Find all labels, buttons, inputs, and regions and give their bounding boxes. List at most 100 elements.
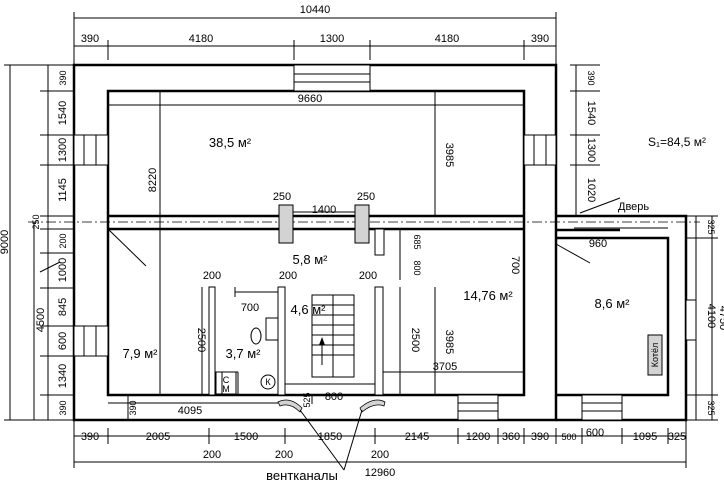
partitions: [208, 228, 385, 396]
washer-label-s: С: [223, 375, 230, 385]
room-labels: 38,5 м² 5,8 м² 7,9 м² 4,6 м² 3,7 м² 14,7…: [123, 135, 706, 483]
area-hall: 38,5 м²: [209, 135, 252, 150]
dim-annex-0: 325: [706, 219, 716, 234]
vent-arrows: [277, 399, 386, 471]
dim-bottom-6: 360: [502, 431, 520, 443]
sink-icon: [250, 327, 262, 345]
dim-overall-bottom: 12960: [365, 467, 396, 479]
dimension-lines: [4, 12, 718, 468]
corridor-walls: [28, 214, 700, 232]
dim-top-4: 390: [531, 33, 549, 45]
dim-left-lower: 4500: [35, 308, 47, 332]
dim-left-10: 390: [58, 400, 68, 415]
dim-right-3: 1020: [585, 178, 597, 202]
dim-left-4: 250: [31, 214, 41, 229]
window-bottom: [457, 394, 499, 421]
dim-685: 685: [412, 234, 422, 249]
dim-3985-bottom: 3985: [443, 330, 455, 354]
dim-inner-width: 9660: [298, 93, 322, 105]
area-right-room: 14,76 м²: [463, 288, 513, 303]
dim-4095: 4095: [178, 405, 202, 417]
dim-left-9: 1340: [57, 364, 69, 388]
dim-column-right: 250: [357, 191, 375, 203]
washer-label-m: М: [222, 384, 230, 394]
dim-700-v: 700: [509, 256, 521, 274]
dim-annex-1: 4100: [705, 304, 717, 328]
dim-overall-top: 10440: [300, 4, 331, 16]
dim-column-left: 250: [273, 191, 291, 203]
dim-2500-right: 2500: [409, 328, 421, 352]
boiler-label: Котёл: [650, 343, 660, 367]
dim-annex-2: 325: [706, 400, 716, 415]
window-top: [293, 64, 371, 92]
dim-bottom-200-a: 200: [203, 449, 221, 461]
dim-left-2: 1300: [57, 138, 69, 162]
washer-icon: [215, 371, 237, 395]
window-left-top: [73, 134, 109, 166]
dim-left-7: 845: [57, 298, 69, 316]
toilet-icon: [265, 317, 279, 341]
dim-bottom-4: 2145: [405, 431, 429, 443]
dim-bottom-8: 500: [561, 432, 576, 442]
dim-bottom-10: 1095: [633, 431, 657, 443]
dim-top-3: 4180: [435, 33, 459, 45]
dim-bottom-2: 1500: [234, 431, 258, 443]
dim-top-0: 390: [81, 33, 99, 45]
area-left-room: 7,9 м²: [123, 346, 159, 361]
dim-top-1: 4180: [189, 33, 213, 45]
window-annex-bottom: [581, 394, 623, 421]
dim-left-0: 390: [58, 70, 68, 85]
main-outer-wall: [72, 63, 558, 422]
windows: [73, 64, 697, 421]
dim-8220: 8220: [147, 168, 159, 192]
dim-corridor: 1400: [312, 204, 336, 216]
dim-top-2: 1300: [320, 33, 344, 45]
door-annex-entry: [579, 197, 621, 214]
dim-left-1: 1540: [57, 101, 69, 125]
door-left-room: [107, 228, 147, 267]
bath-fixtures: [215, 317, 663, 395]
door-annex: [555, 243, 591, 264]
dim-2500-left: 2500: [195, 328, 207, 352]
dim-200-c: 200: [359, 270, 377, 282]
k-circle-icon: [260, 374, 276, 390]
area-wc: 3,7 м²: [226, 346, 262, 361]
dim-200-b: 200: [279, 270, 297, 282]
dim-left-6: 1000: [57, 258, 69, 282]
vents-label: вентканалы: [266, 468, 338, 483]
boiler-icon: [647, 334, 663, 376]
dim-left-5: 200: [58, 233, 68, 248]
staircase: [311, 294, 355, 378]
dimension-labels: 10440 390 4180 1300 4180 390 9660 1400 2…: [0, 4, 724, 479]
dim-525: 525: [302, 392, 312, 407]
column-right: [354, 204, 370, 244]
dim-3705: 3705: [433, 361, 457, 373]
main-inner-wall: [106, 89, 526, 397]
dim-960: 960: [589, 238, 607, 250]
dim-left-total: 9000: [0, 230, 11, 254]
dim-right-0: 390: [586, 70, 596, 85]
dim-bottom-0: 390: [81, 431, 99, 443]
dim-390-bottom: 390: [128, 400, 138, 415]
dim-bottom-9: 600: [586, 427, 604, 439]
window-left-bottom: [73, 325, 109, 357]
window-annex-right: [685, 299, 697, 341]
doors: [39, 197, 621, 273]
area-boiler-room: 8,6 м²: [595, 296, 631, 311]
dim-bottom-5: 1200: [466, 431, 490, 443]
area-bath: 4,6 м²: [291, 302, 327, 317]
column-left: [278, 204, 294, 244]
dim-annex-total: 4750: [717, 306, 724, 330]
dim-right-2: 1300: [585, 138, 597, 162]
dim-bottom-7: 390: [531, 431, 549, 443]
dim-left-8: 600: [57, 332, 69, 350]
dim-3985-top: 3985: [443, 143, 455, 167]
area-corridor: 5,8 м²: [293, 252, 329, 267]
dim-bottom-11: 325: [668, 431, 686, 443]
dim-bottom-200-c: 200: [371, 449, 389, 461]
dim-bottom-200-b: 200: [275, 449, 293, 461]
dim-right-1: 1540: [585, 101, 597, 125]
annex-outer-wall: [556, 214, 688, 422]
dim-800-v: 800: [412, 260, 422, 275]
dim-bottom-1: 2005: [146, 431, 170, 443]
